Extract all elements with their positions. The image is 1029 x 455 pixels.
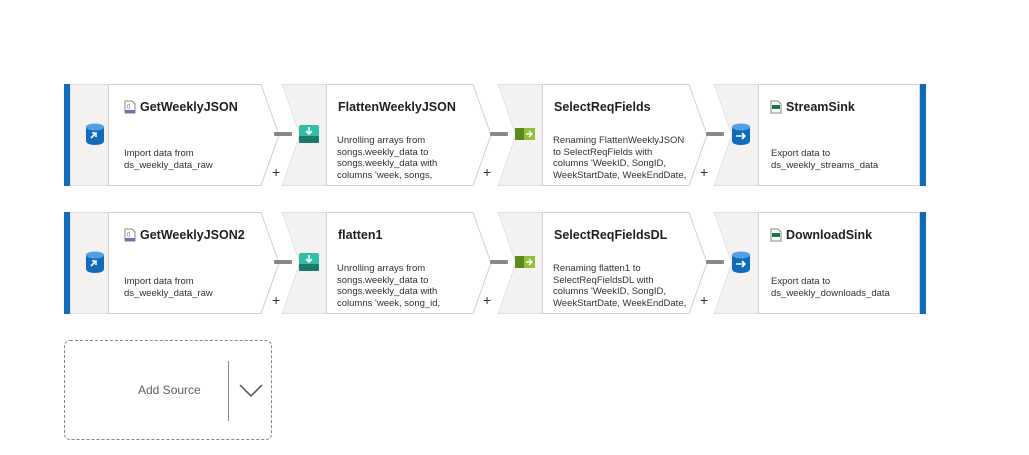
source-database-icon xyxy=(86,251,104,273)
node-title: DownloadSink xyxy=(786,228,873,242)
pipeline-row-1: {} GetWeeklyJSON Import data from ds_wee… xyxy=(64,84,926,186)
node-title: FlattenWeeklyJSON xyxy=(338,100,456,114)
add-transform-button[interactable]: + xyxy=(483,292,492,308)
node-description: Unrolling arrays from songs.weekly_data … xyxy=(337,135,438,181)
select-icon xyxy=(515,128,535,140)
source-node[interactable]: {} GetWeeklyJSON Import data from ds_wee… xyxy=(70,84,280,186)
add-transform-button[interactable]: + xyxy=(272,292,281,308)
connector-line xyxy=(706,260,724,264)
sink-node[interactable]: StreamSink Export data to ds_weekly_stre… xyxy=(714,84,920,186)
node-description: Export data to ds_weekly_downloads_data xyxy=(771,276,890,299)
node-title: GetWeeklyJSON2 xyxy=(140,228,245,242)
flatten-node[interactable]: FlattenWeeklyJSON Unrolling arrays from … xyxy=(282,84,492,186)
json-file-icon: {} xyxy=(124,228,136,242)
add-source-button[interactable]: Add Source xyxy=(64,340,272,440)
node-description: Renaming FlattenWeeklyJSON to SelectReqF… xyxy=(553,135,687,181)
json-file-icon: {} xyxy=(124,100,136,114)
csv-file-icon xyxy=(770,228,782,242)
row-end-bar xyxy=(920,84,926,186)
chevron-down-icon[interactable] xyxy=(237,379,265,401)
row-start-bar xyxy=(64,84,70,186)
source-node[interactable]: {} GetWeeklyJSON2 Import data from ds_we… xyxy=(70,212,280,314)
node-description: Import data from ds_weekly_data_raw xyxy=(124,276,213,299)
node-title: flatten1 xyxy=(338,228,383,242)
source-database-icon xyxy=(86,123,104,145)
csv-file-icon xyxy=(770,100,782,114)
connector-line xyxy=(274,260,292,264)
sink-database-icon xyxy=(732,123,750,145)
flatten-icon xyxy=(299,253,319,271)
node-description: Unrolling arrays from songs.weekly_data … xyxy=(337,263,441,309)
flatten-node[interactable]: flatten1 Unrolling arrays from songs.wee… xyxy=(282,212,492,314)
node-description: Renaming flatten1 to SelectReqFieldsDL w… xyxy=(553,263,687,309)
select-node[interactable]: SelectReqFields Renaming FlattenWeeklyJS… xyxy=(498,84,708,186)
add-transform-button[interactable]: + xyxy=(483,164,492,180)
node-title: StreamSink xyxy=(786,100,855,114)
add-source-divider xyxy=(228,361,229,421)
add-transform-button[interactable]: + xyxy=(700,164,709,180)
add-transform-button[interactable]: + xyxy=(700,292,709,308)
connector-line xyxy=(490,132,508,136)
sink-node[interactable]: DownloadSink Export data to ds_weekly_do… xyxy=(714,212,920,314)
node-frame xyxy=(282,212,492,314)
select-node[interactable]: SelectReqFieldsDL Renaming flatten1 to S… xyxy=(498,212,708,314)
svg-text:{}: {} xyxy=(127,232,131,238)
add-source-label: Add Source xyxy=(138,383,201,397)
add-transform-button[interactable]: + xyxy=(272,164,281,180)
node-title: GetWeeklyJSON xyxy=(140,100,238,114)
select-icon xyxy=(515,256,535,268)
pipeline-row-2: {} GetWeeklyJSON2 Import data from ds_we… xyxy=(64,212,926,314)
sink-database-icon xyxy=(732,251,750,273)
flatten-icon xyxy=(299,125,319,143)
row-start-bar xyxy=(64,212,70,314)
node-title: SelectReqFieldsDL xyxy=(554,228,668,242)
connector-line xyxy=(274,132,292,136)
node-description: Import data from ds_weekly_data_raw xyxy=(124,148,213,171)
connector-line xyxy=(490,260,508,264)
connector-line xyxy=(706,132,724,136)
row-end-bar xyxy=(920,212,926,314)
node-title: SelectReqFields xyxy=(554,100,651,114)
svg-text:{}: {} xyxy=(127,104,131,110)
node-description: Export data to ds_weekly_streams_data xyxy=(771,148,879,171)
